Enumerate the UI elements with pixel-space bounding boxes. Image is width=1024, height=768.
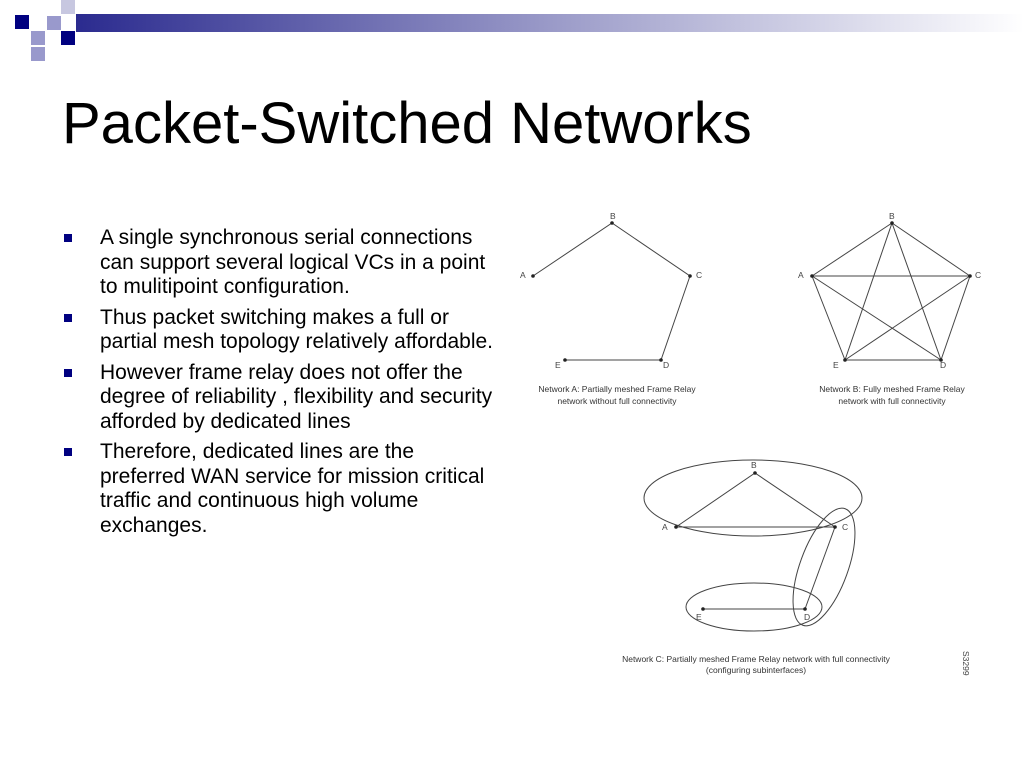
network-a-links: [532, 222, 691, 361]
slide-title: Packet-Switched Networks: [62, 91, 752, 156]
bullet-text: A single synchronous serial connections …: [100, 226, 486, 298]
bullet-list: A single synchronous serial connections …: [64, 226, 500, 544]
node-label-e: E: [696, 612, 702, 622]
subinterface-ellipse-de: [685, 582, 823, 632]
network-b: B A C D E Network B: Fully meshed Frame …: [798, 211, 981, 406]
square-bullet-icon: [64, 313, 72, 322]
node-a: [810, 274, 814, 278]
node-a: [674, 525, 678, 529]
node-d: [939, 358, 943, 362]
network-a: B A C D E Network A: Partially meshed Fr…: [520, 211, 702, 406]
node-d: [659, 358, 663, 362]
node-c: [688, 274, 692, 278]
node-label-d: D: [804, 612, 810, 622]
bullet-text: Thus packet switching makes a full or pa…: [100, 305, 494, 354]
square-bullet-icon: [64, 448, 72, 456]
node-label-c: C: [975, 270, 981, 280]
node-label-d: D: [940, 360, 946, 370]
node-label-e: E: [555, 360, 561, 370]
node-c: [833, 525, 837, 529]
bullet-item: Thus packet switching makes a full or pa…: [64, 306, 500, 355]
subinterface-ellipse-abc: [643, 459, 863, 537]
node-label-c: C: [696, 270, 702, 280]
node-e: [701, 607, 705, 611]
figure-id: S3299: [961, 651, 971, 676]
network-b-caption-line-2: network with full connectivity: [838, 396, 946, 406]
frame-relay-diagram: B A C D E Network A: Partially meshed Fr…: [508, 205, 998, 685]
bullet-item: Therefore, dedicated lines are the prefe…: [64, 440, 500, 538]
node-label-b: B: [889, 211, 895, 221]
network-a-caption-line-2: network without full connectivity: [557, 396, 677, 406]
node-b: [890, 221, 894, 225]
bullet-item: A single synchronous serial connections …: [64, 226, 500, 300]
network-c-caption-line-1: Network C: Partially meshed Frame Relay …: [622, 654, 891, 664]
subinterface-ellipse-cd: [792, 507, 856, 627]
header-decoration: [15, 0, 1024, 61]
node-label-b: B: [610, 211, 616, 221]
node-a: [531, 274, 535, 278]
node-b: [753, 471, 757, 475]
node-label-e: E: [833, 360, 839, 370]
node-label-b: B: [751, 460, 757, 470]
node-b: [610, 221, 614, 225]
node-c: [968, 274, 972, 278]
network-b-caption-line-1: Network B: Fully meshed Frame Relay: [819, 384, 965, 394]
network-c-caption-line-2: (configuring subinterfaces): [706, 665, 806, 675]
network-a-caption-line-1: Network A: Partially meshed Frame Relay: [538, 384, 696, 394]
network-c: B A C D E Network C: Partially meshed Fr…: [622, 459, 971, 676]
square-bullet-icon: [64, 368, 72, 377]
node-label-d: D: [663, 360, 669, 370]
bullet-text: Therefore, dedicated lines are the prefe…: [100, 440, 485, 537]
node-label-c: C: [842, 522, 848, 532]
node-label-a: A: [520, 270, 526, 280]
network-c-triangle: [675, 472, 837, 528]
node-e: [843, 358, 847, 362]
node-d: [803, 607, 807, 611]
node-e: [563, 358, 567, 362]
node-label-a: A: [662, 522, 668, 532]
node-label-a: A: [798, 270, 804, 280]
square-bullet-icon: [64, 234, 72, 242]
bullet-text: However frame relay does not offer the d…: [100, 360, 493, 433]
bullet-item: However frame relay does not offer the d…: [64, 361, 500, 435]
